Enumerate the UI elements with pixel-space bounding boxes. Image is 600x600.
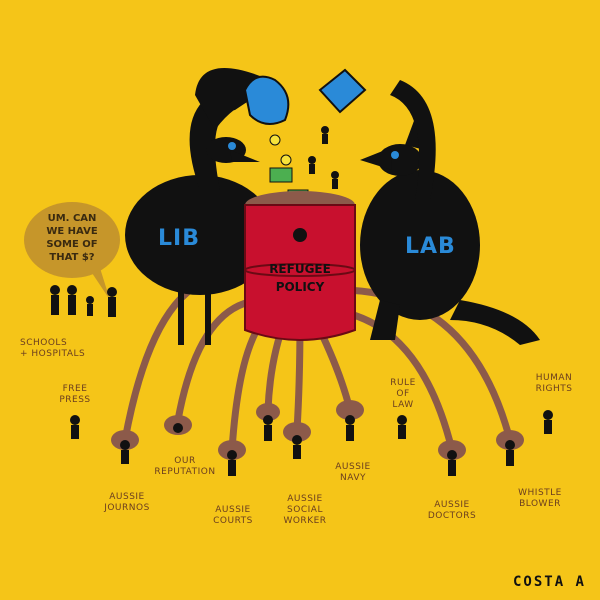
label-free-press: FREE PRESS — [59, 384, 91, 405]
label-whistle-blower: WHISTLE BLOWER — [518, 488, 562, 509]
label-aussie-social-worker: AUSSIE SOCIAL WORKER — [283, 494, 327, 526]
label-schools-hospitals: SCHOOLS + HOSPITALS — [20, 338, 86, 359]
label-our-reputation: OUR REPUTATION — [154, 456, 216, 477]
speech-bubble — [24, 202, 120, 300]
kangaroo-figure — [360, 80, 540, 345]
barrel-label-line2: POLICY — [275, 280, 325, 294]
money-bag — [243, 75, 290, 125]
barrel-label-line1: REFUGEE — [269, 262, 331, 276]
label-aussie-doctors: AUSSIE DOCTORS — [427, 500, 477, 521]
falling-people — [308, 126, 339, 189]
label-rule-of-law: RULE OF LAW — [390, 378, 416, 410]
label-human-rights: HUMAN RIGHTS — [535, 373, 573, 394]
label-aussie-navy: AUSSIE NAVY — [335, 462, 371, 483]
people-box — [318, 68, 367, 114]
emu-label: LIB — [158, 226, 200, 251]
ground-figures — [70, 400, 553, 476]
speech-bubble-text: UM. CAN WE HAVE SOME OF THAT $? — [46, 213, 98, 263]
family-figures — [50, 285, 117, 317]
refugee-policy-barrel — [244, 191, 356, 341]
label-aussie-journos: AUSSIE JOURNOS — [104, 492, 150, 513]
label-aussie-courts: AUSSIE COURTS — [213, 505, 253, 526]
artist-signature: COSTA A — [512, 574, 586, 590]
kangaroo-label: LAB — [405, 234, 456, 259]
